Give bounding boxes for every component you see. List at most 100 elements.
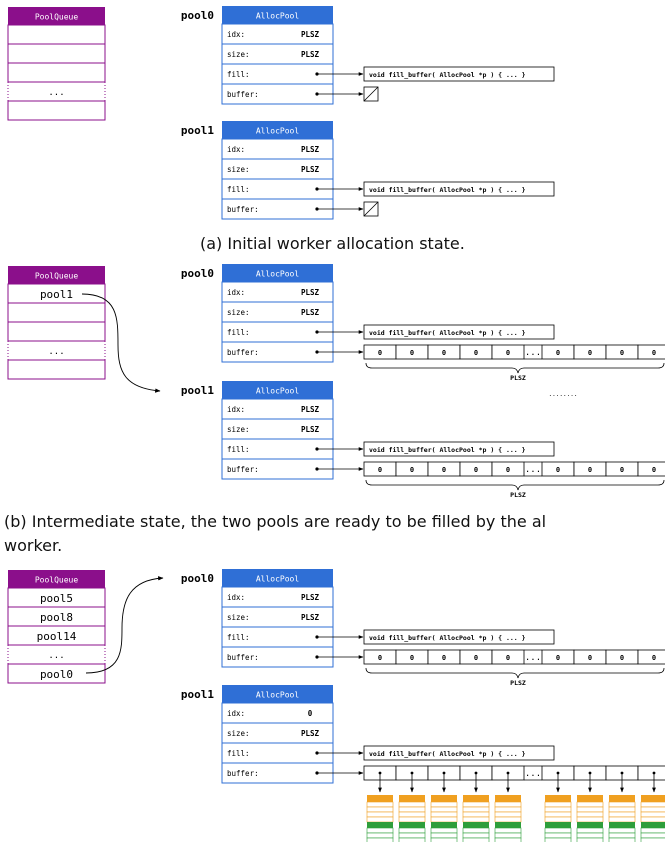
buffer-cell: [637, 344, 665, 360]
pool-field-value: PLSZ: [301, 613, 320, 622]
bucket-row: [640, 801, 665, 808]
pool-field-label: buffer:: [227, 465, 259, 474]
queue-ellipsis-a: ...: [48, 88, 64, 98]
buffer-cell-value: 0: [442, 349, 446, 357]
fill-function-box: [363, 629, 555, 645]
pool-field-label: idx:: [227, 709, 245, 718]
pool-field-value: PLSZ: [301, 729, 320, 738]
pool-header-b1: [222, 381, 333, 399]
buffer-cell-value: 0: [378, 654, 382, 662]
bucket-row: [494, 832, 522, 839]
queue-header-a: [8, 7, 105, 25]
bucket-row: [608, 806, 636, 813]
bucket-row: [462, 832, 490, 839]
queue-entry-pool1: pool1: [40, 288, 73, 301]
pool-name-pool1: pool1: [181, 688, 214, 701]
queue-entry-pool5: pool5: [40, 592, 73, 605]
bucket-row: [544, 816, 572, 823]
buffer-cell-value: 0: [442, 466, 446, 474]
pool-field-label: fill:: [227, 633, 250, 642]
buffer-cell: [491, 344, 525, 360]
bucket-row: [398, 801, 426, 808]
pool-name-pool1: pool1: [181, 124, 214, 137]
queue-entry-pool8: pool8: [40, 611, 73, 624]
bucket-row: [544, 837, 572, 842]
buffer-cell-value: 0: [410, 349, 414, 357]
bucket-row: [544, 801, 572, 808]
bucket-row: [576, 801, 604, 808]
queue-to-pool0-arrow: [85, 576, 164, 674]
buffer-cell-value: 0: [442, 654, 446, 662]
null-buffer-slash: [363, 86, 379, 102]
queue-ellipsis-b: ...: [48, 347, 64, 357]
bucket-row: [462, 801, 490, 808]
pool-field-label: size:: [227, 729, 250, 738]
bucket-row: [494, 811, 522, 818]
pool-field-label: size:: [227, 425, 250, 434]
buffer-cell-value: 0: [588, 654, 592, 662]
bucket-row: [576, 832, 604, 839]
bucket-header: [367, 795, 393, 802]
pool-field-label: buffer:: [227, 769, 259, 778]
bucket-row: [430, 816, 458, 823]
queue-slot-a: [7, 24, 106, 45]
buffer-cell-value: 0: [588, 349, 592, 357]
bucket-row: [398, 832, 426, 839]
buffer-size-label: PLSZ: [510, 374, 526, 382]
buffer-cell-value: 0: [474, 349, 478, 357]
bucket-band: [545, 822, 571, 828]
buffer-cell: [637, 461, 665, 477]
pool-field-label: idx:: [227, 288, 245, 297]
bucket-row: [608, 837, 636, 842]
buffer-cell-value: 0: [410, 466, 414, 474]
queue-title-c: PoolQueue: [35, 576, 79, 585]
bucket-row: [398, 806, 426, 813]
pool-field-value: PLSZ: [301, 165, 320, 174]
pool-header-c0: [222, 569, 333, 587]
bucket-row: [430, 811, 458, 818]
fill-function-text: void fill_buffer( AllocPool *p ) { ... }: [369, 446, 526, 454]
buffer-ellipsis: ...: [525, 465, 541, 475]
pool-field-label: fill:: [227, 328, 250, 337]
pool-title-c1: AllocPool: [256, 691, 300, 700]
buffer-cell-value: 0: [556, 654, 560, 662]
bucket-row: [430, 806, 458, 813]
pool-field-label: fill:: [227, 749, 250, 758]
bucket-band: [431, 822, 457, 828]
fill-function-text: void fill_buffer( AllocPool *p ) { ... }: [369, 186, 526, 194]
buffer-cell: [491, 649, 525, 665]
bucket-band: [399, 822, 425, 828]
bucket-row: [398, 827, 426, 834]
queue-slot-a: [7, 100, 106, 121]
buffer-cell-value: 0: [620, 654, 624, 662]
pool-field-label: buffer:: [227, 205, 259, 214]
bucket-row: [462, 827, 490, 834]
buffer-cell-value: 0: [378, 466, 382, 474]
bucket-row: [640, 832, 665, 839]
null-buffer-slash: [363, 201, 379, 217]
pool-header-b0: [222, 264, 333, 282]
bucket-row: [462, 816, 490, 823]
bucket-row: [462, 806, 490, 813]
buffer-cell-value: 0: [620, 349, 624, 357]
queue-slot-a: [7, 43, 106, 64]
bucket-row: [576, 816, 604, 823]
bucket-row: [430, 827, 458, 834]
pool-field-label: size:: [227, 308, 250, 317]
pool-header-a1: [222, 121, 333, 139]
bucket-row: [544, 811, 572, 818]
pool-header-a0: [222, 6, 333, 24]
buffer-cell-value: 0: [474, 466, 478, 474]
bucket-header: [609, 795, 635, 802]
pool-title-b0: AllocPool: [256, 270, 300, 279]
bucket-row: [430, 837, 458, 842]
fill-function-text: void fill_buffer( AllocPool *p ) { ... }: [369, 750, 526, 758]
queue-slot-b: [7, 321, 106, 342]
bucket-row: [494, 816, 522, 823]
pool-field-value: PLSZ: [301, 50, 320, 59]
queue-entry-pool14: pool14: [37, 630, 77, 643]
pool-field-label: size:: [227, 165, 250, 174]
buffer-cell-value: 0: [410, 654, 414, 662]
queue-slot-b: [7, 359, 106, 380]
buffer-cell-value: 0: [506, 349, 510, 357]
